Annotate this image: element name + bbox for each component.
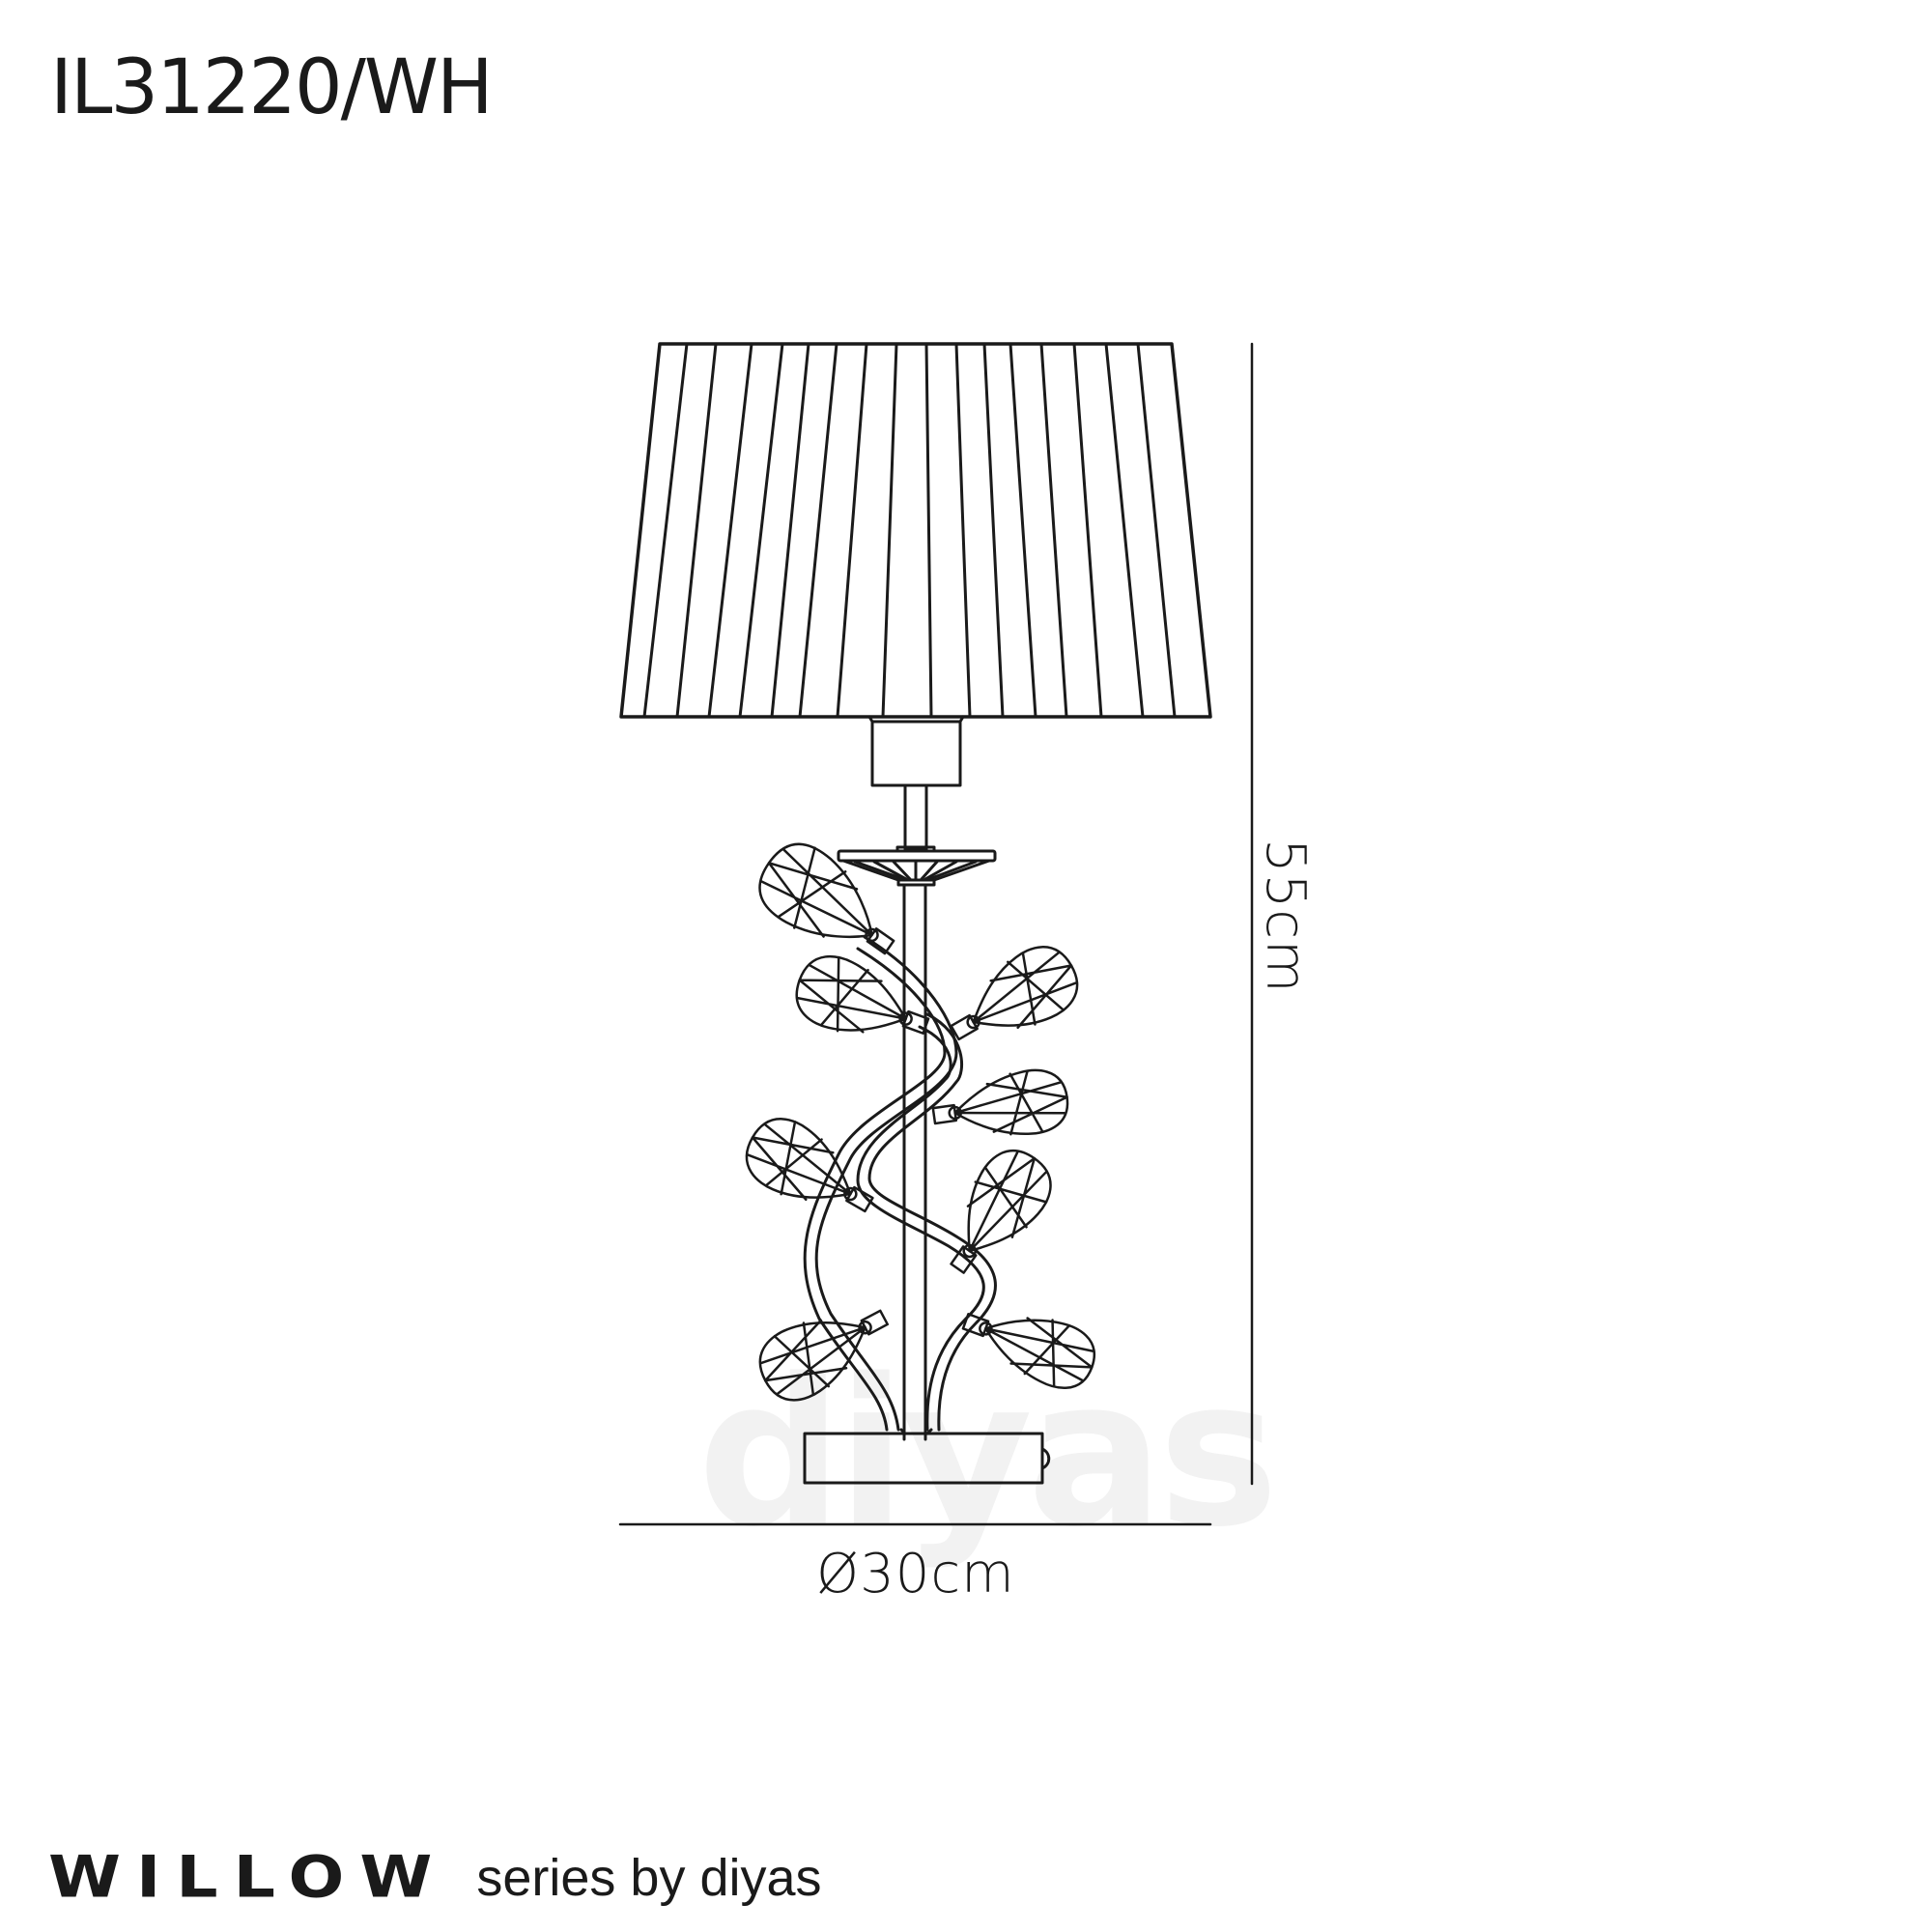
- crystal-drop-1: [758, 842, 895, 955]
- switch-icon: [1040, 1447, 1051, 1470]
- lamp-stem: [902, 883, 927, 1441]
- lamp-arms: [803, 935, 997, 1432]
- width-dimension-label: Ø30cm: [816, 1543, 1015, 1605]
- crystal-drop-4: [931, 1068, 1069, 1136]
- lamp-shade: [619, 342, 1212, 719]
- crystal-drop-8: [961, 1313, 1095, 1389]
- watermark-logo: diyas: [697, 1335, 1279, 1572]
- crystal-drops: [745, 842, 1095, 1402]
- height-dimension-label: 55cm: [1254, 838, 1317, 994]
- product-code-title: IL31220/WH: [50, 44, 494, 131]
- lamp-base: [803, 1428, 1051, 1485]
- crystal-drop-3: [950, 946, 1079, 1041]
- series-tagline: series by diyas: [476, 1849, 822, 1907]
- lamp-cap: [837, 845, 997, 887]
- series-name: WILLOW: [48, 1843, 448, 1912]
- crystal-drop-6: [950, 1150, 1052, 1274]
- footer-branding: WILLOW series by diyas: [48, 1841, 822, 1907]
- crystal-drop-2: [795, 954, 930, 1035]
- crystal-drop-5: [745, 1118, 874, 1213]
- lamp-socket: [867, 715, 965, 852]
- dimension-lines: [618, 342, 1254, 1526]
- crystal-drop-7: [758, 1309, 890, 1402]
